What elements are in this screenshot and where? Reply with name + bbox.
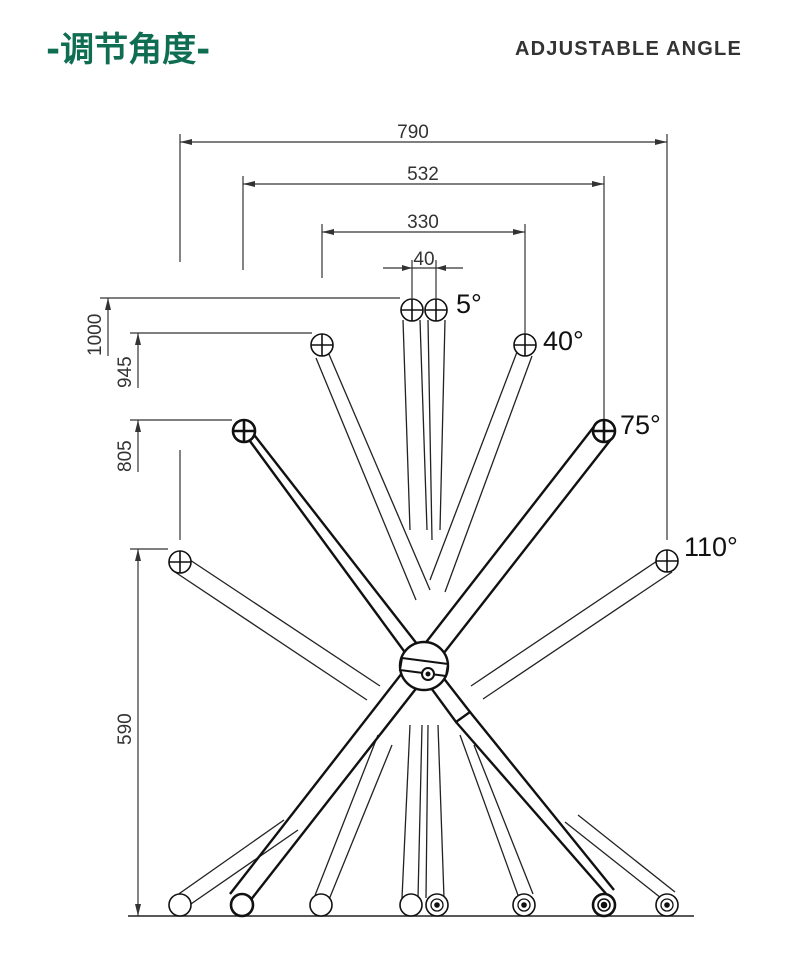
hinge-pivot-icon (398, 640, 450, 692)
angle-label-5: 5° (456, 289, 482, 319)
dim-width-532 (242, 176, 605, 420)
angle-label-40: 40° (543, 326, 584, 356)
dim-width-330 (321, 224, 526, 334)
dim-label-790: 790 (397, 122, 429, 143)
dim-label-590: 590 (115, 713, 136, 745)
round-foot-icon (168, 892, 679, 918)
angle-label-75: 75° (620, 410, 661, 440)
dim-width-790 (179, 134, 668, 540)
crossed-circle-end-icon (168, 298, 679, 574)
dim-label-1000: 1000 (85, 314, 106, 356)
page-subtitle: ADJUSTABLE ANGLE (515, 38, 742, 60)
angle-label-110: 110° (684, 532, 738, 562)
dim-height-805 (130, 419, 232, 472)
dim-label-330: 330 (407, 212, 439, 233)
dim-label-532: 532 (407, 164, 439, 185)
ghost-arms (171, 319, 676, 907)
dim-label-40: 40 (413, 249, 434, 270)
dim-label-805: 805 (115, 440, 136, 472)
dim-label-945: 945 (115, 356, 136, 388)
dim-width-40 (383, 260, 463, 298)
dim-height-945 (130, 332, 312, 388)
dim-height-590 (130, 548, 168, 916)
page-title: -调节角度- (46, 30, 211, 70)
dim-height-1000 (100, 297, 400, 356)
